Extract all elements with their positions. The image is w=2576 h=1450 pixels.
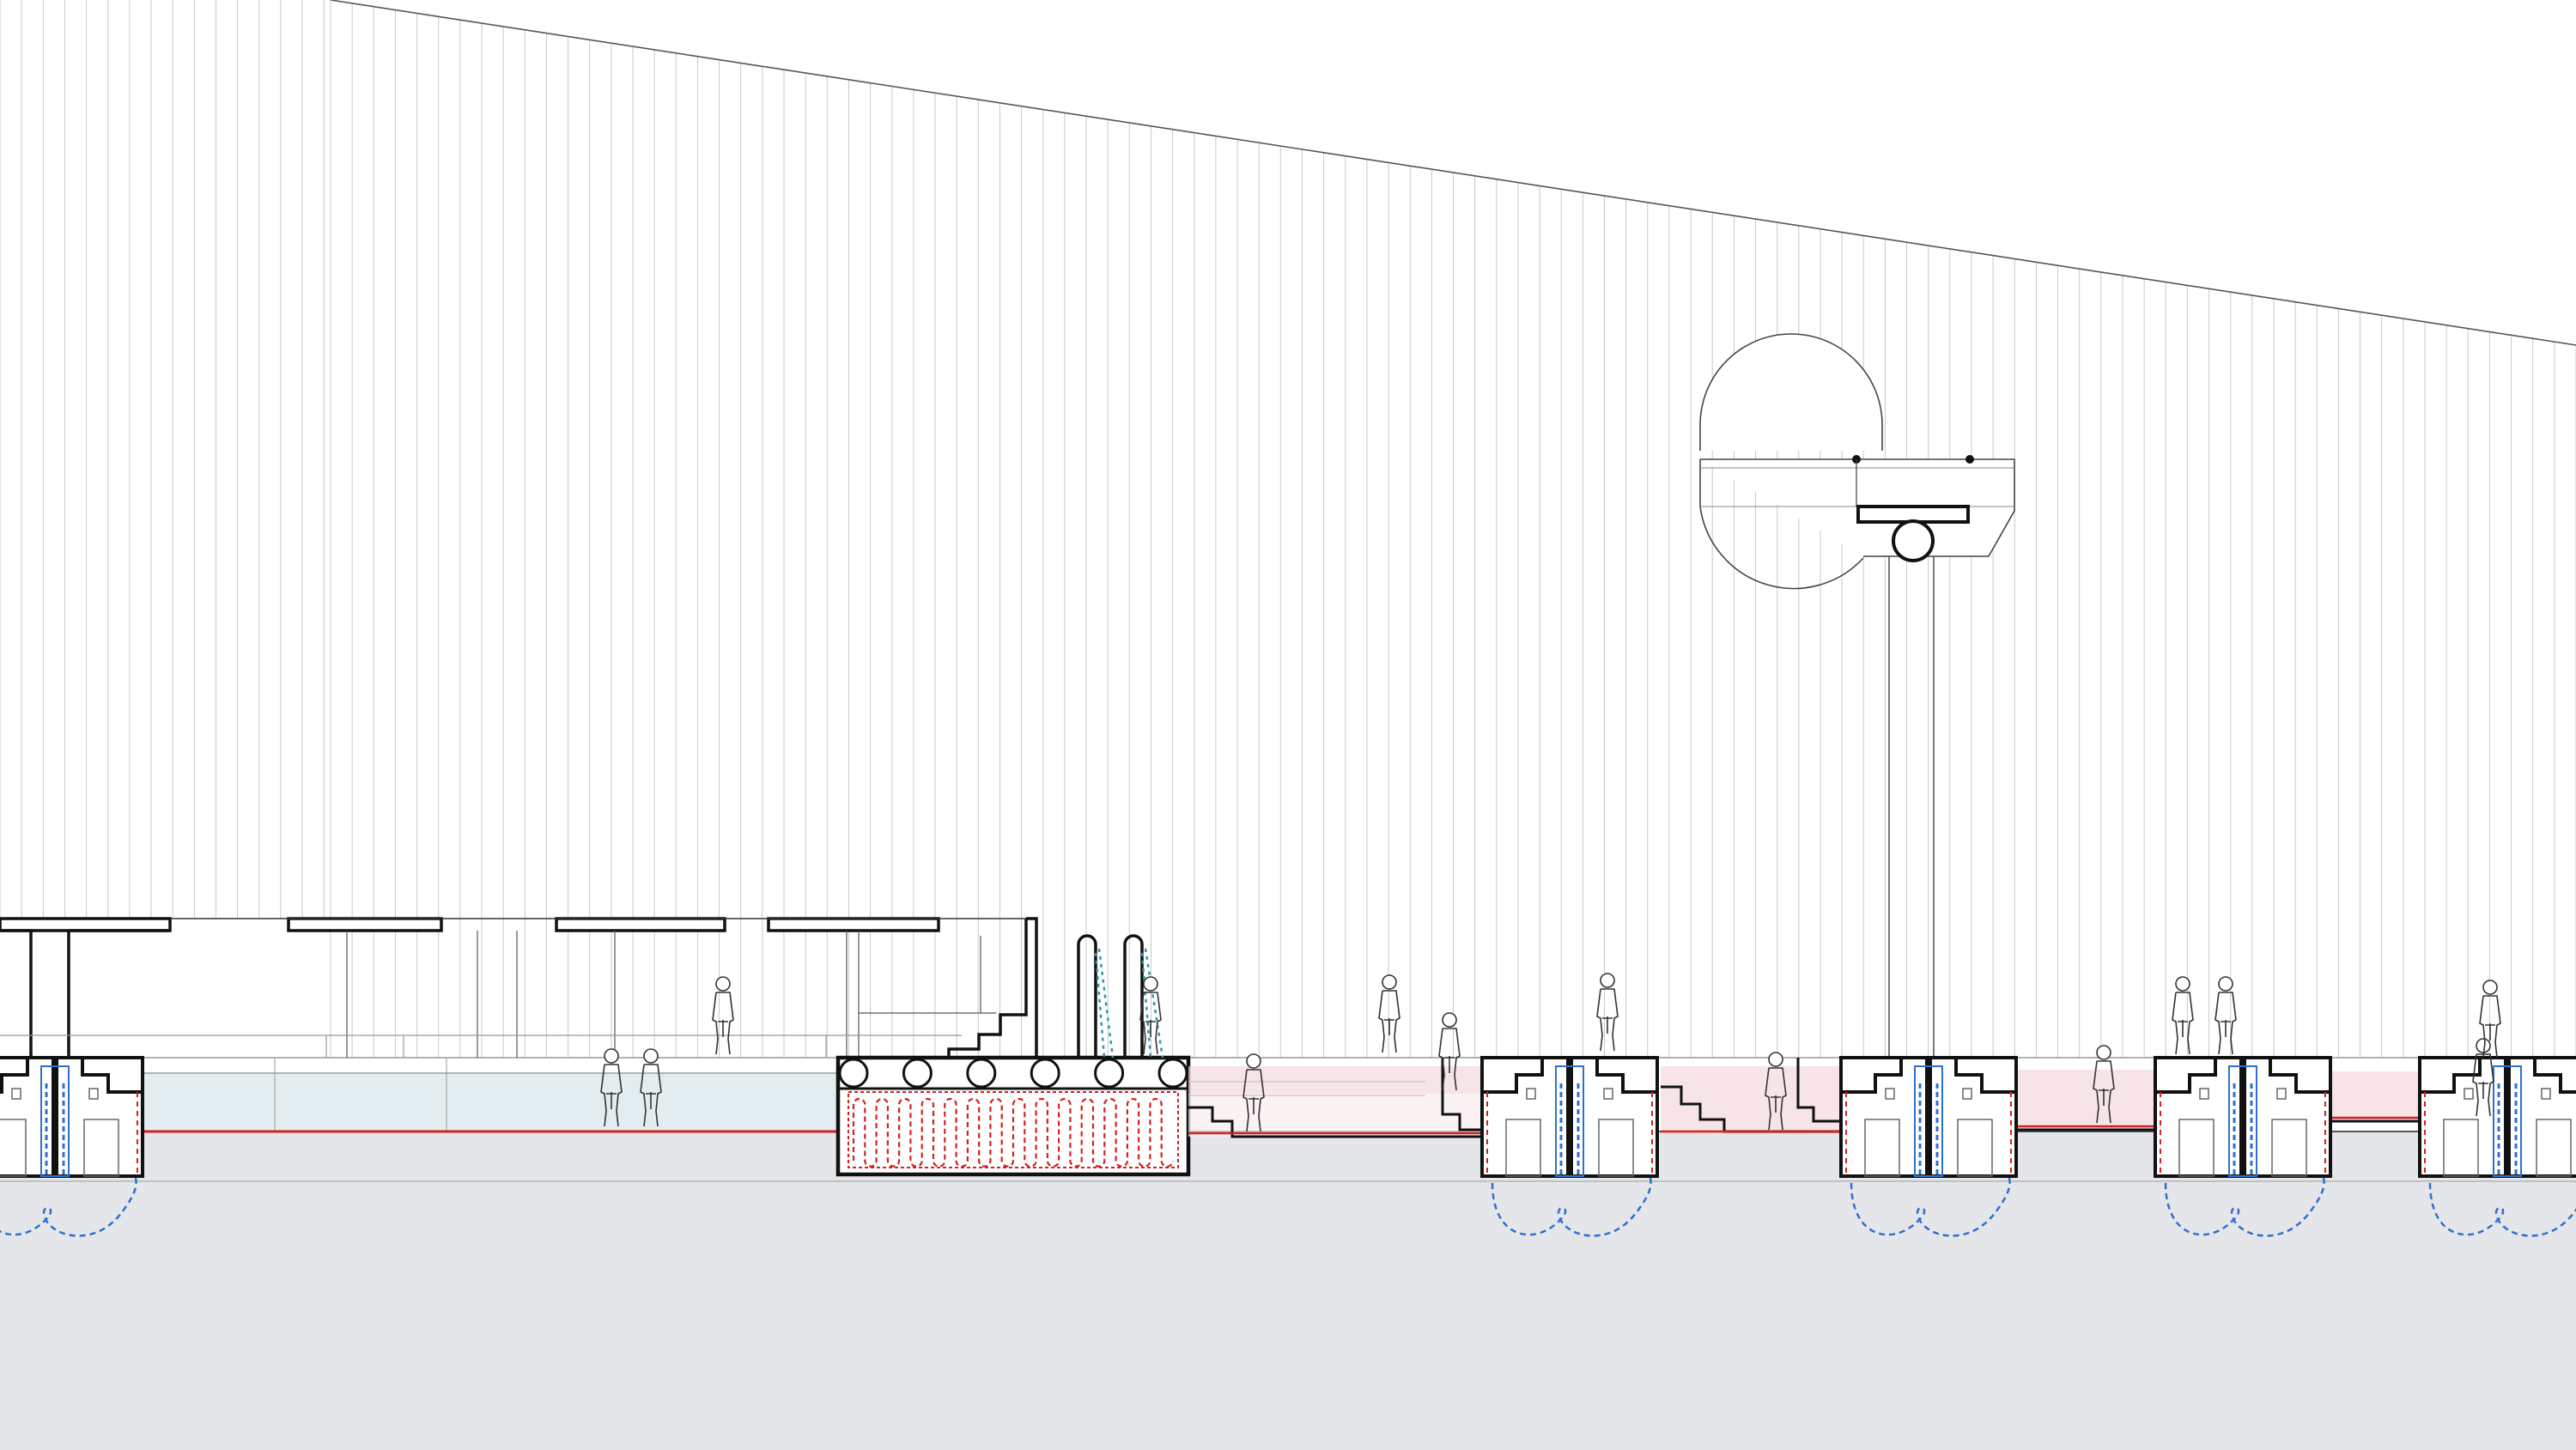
roof-line xyxy=(330,0,2576,346)
ground-mass xyxy=(0,1131,2576,1450)
cold-pool xyxy=(143,1058,838,1133)
floating-sphere-pavilion xyxy=(1699,333,2015,1058)
left-pavilion xyxy=(0,917,1038,1058)
clerestory-lines xyxy=(0,0,2576,1058)
heated-pool-tank xyxy=(835,1055,1191,1177)
showers xyxy=(1077,934,1164,1059)
warm-pools xyxy=(1188,1058,2418,1138)
